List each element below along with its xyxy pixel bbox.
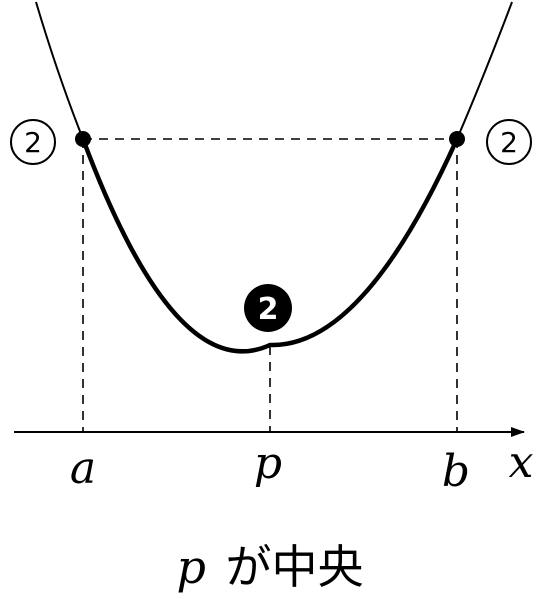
caption-text: が中央 [225,540,363,594]
endpoint-b-dot [449,131,465,147]
parabola-left-branch [35,1,84,140]
right-circled-marker: 2 [486,119,532,165]
label-a: a [70,443,96,494]
label-x-axis: x [509,437,534,488]
left-circled-marker: 2 [10,119,56,165]
vertex-filled-marker: 2 [244,284,292,332]
label-b: b [442,446,470,497]
label-p: p [254,438,282,489]
parabola-right-branch [456,1,513,140]
right-circled-number: 2 [500,126,518,159]
left-circled-number: 2 [24,126,42,159]
caption-variable: p [177,540,206,594]
endpoint-a-dot [75,131,91,147]
parabola-highlighted-segment [80,136,460,354]
caption: p が中央 [177,540,364,594]
vertex-marker-number: 2 [258,292,279,327]
